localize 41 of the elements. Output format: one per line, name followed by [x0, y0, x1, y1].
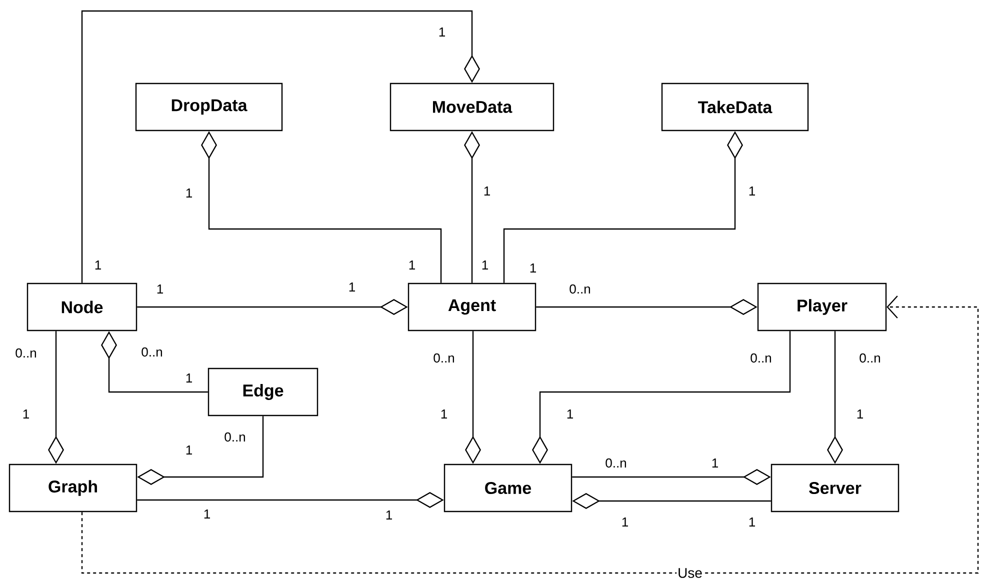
multiplicity-label: 1 — [186, 374, 192, 382]
multiplicity-label: 1 — [349, 282, 355, 292]
multiplicity-label: 0..n — [606, 458, 626, 468]
class-box: Game — [444, 464, 572, 512]
multiplicity-label: 1 — [482, 260, 488, 270]
class-box: Edge — [208, 368, 318, 416]
multiplicity-label: 1 — [204, 510, 210, 518]
multiplicity-label: 1 — [749, 186, 755, 196]
class-box: TakeData — [661, 82, 809, 132]
multiplicity-label: 1 — [95, 260, 101, 270]
multiplicity-label: 0..n — [570, 284, 590, 294]
multiplicity-label: 0..n — [16, 348, 36, 358]
multiplicity-label: 1 — [749, 518, 755, 526]
class-box: Graph — [8, 464, 138, 512]
multiplicity-label: 1 — [622, 518, 628, 526]
multiplicity-label: 0..n — [224, 432, 245, 442]
multiplicity-label: 1 — [439, 28, 445, 36]
multiplicity-label: 1 — [409, 260, 415, 270]
class-box: MoveData — [390, 82, 554, 132]
multiplicity-label: 1 — [23, 410, 29, 418]
aggregation-line — [81, 10, 480, 283]
class-box: DropData — [135, 82, 283, 132]
multiplicity-label: 1 — [186, 188, 192, 198]
multiplicity-label: 0..n — [434, 353, 454, 363]
edge-label: Use — [676, 567, 704, 579]
class-box: Agent — [408, 282, 536, 332]
multiplicity-label: 0..n — [860, 353, 880, 363]
multiplicity-label: 1 — [157, 284, 163, 294]
multiplicity-label: 1 — [186, 446, 192, 454]
class-box: Server — [770, 464, 900, 512]
multiplicity-label: 1 — [857, 410, 863, 418]
multiplicity-label: 0..n — [750, 353, 771, 363]
multiplicity-label: 1 — [386, 510, 392, 520]
multiplicity-label: 1 — [484, 186, 490, 196]
multiplicity-label: 1 — [441, 410, 447, 418]
multiplicity-label: 0..n — [142, 347, 162, 357]
class-box: Player — [757, 282, 887, 332]
class-box: Node — [26, 282, 138, 332]
dependency-arrow — [81, 296, 979, 574]
multiplicity-label: 1 — [712, 458, 718, 468]
multiplicity-label: 1 — [567, 410, 573, 418]
